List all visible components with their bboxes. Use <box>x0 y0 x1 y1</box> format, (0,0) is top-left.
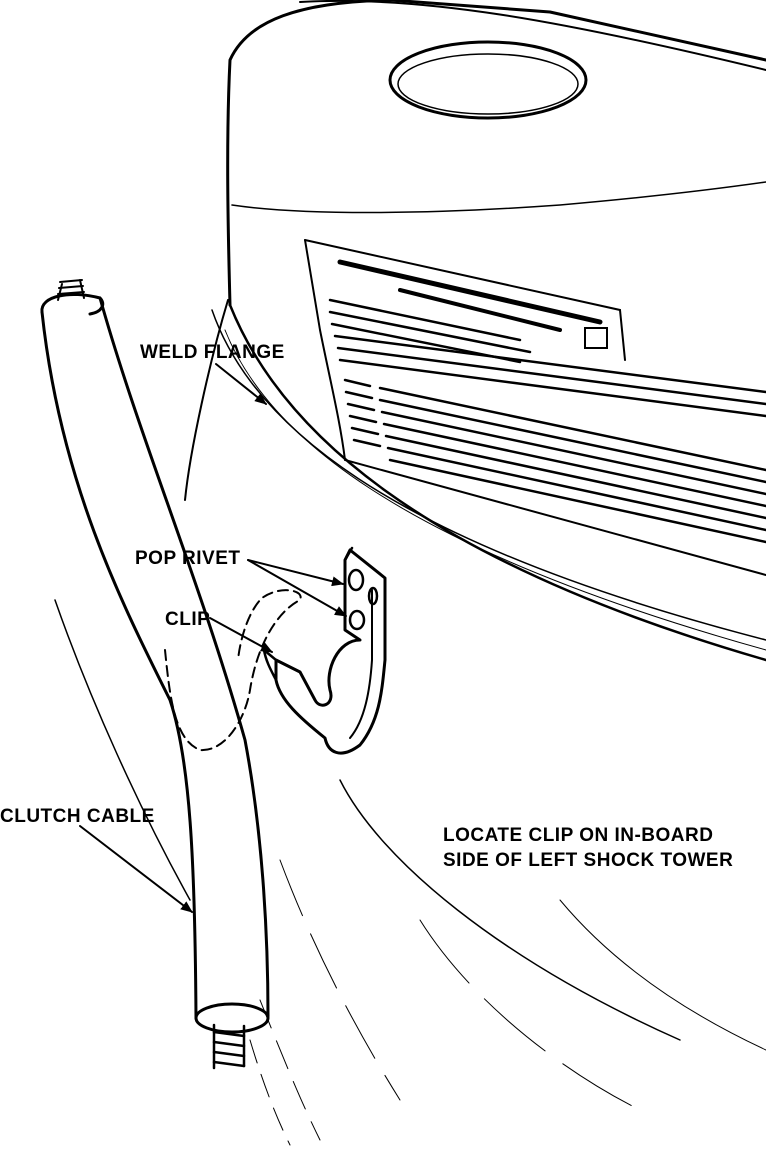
clip-label: CLIP <box>165 609 211 630</box>
weld-flange-label: WELD FLANGE <box>140 342 285 363</box>
clip-leader <box>210 618 272 652</box>
shock-tower <box>55 0 766 1145</box>
clutch-cable <box>42 280 301 1068</box>
emission-decal <box>305 240 766 575</box>
location-note-line-2: SIDE OF LEFT SHOCK TOWER <box>443 850 734 871</box>
location-note-line-1: LOCATE CLIP ON IN-BOARD <box>443 825 714 846</box>
clutch-cable-label: CLUTCH CABLE <box>0 806 155 827</box>
weld-flange-leader <box>216 364 266 404</box>
clip-bracket <box>264 548 385 753</box>
pop-rivet-label: POP RIVET <box>135 548 241 569</box>
location-note: LOCATE CLIP ON IN-BOARD SIDE OF LEFT SHO… <box>443 823 733 873</box>
leader-lines <box>80 364 346 912</box>
pop-rivet-leader-2 <box>248 560 346 616</box>
clutch-cable-leader <box>80 826 192 912</box>
pop-rivet-leader-1 <box>248 560 343 587</box>
